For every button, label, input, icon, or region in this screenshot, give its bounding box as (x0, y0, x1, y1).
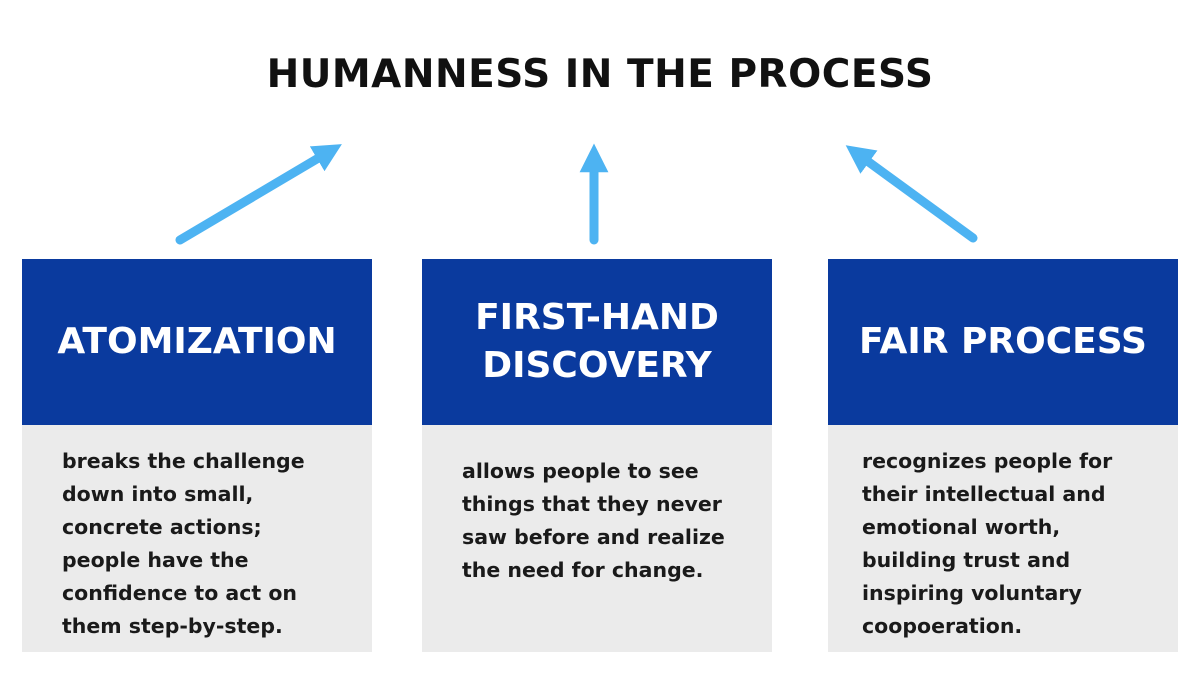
description-line: allows people to see (462, 459, 699, 483)
description-line: the need for change. (462, 558, 704, 582)
description-line: recognizes people for (862, 449, 1113, 473)
card-fair-process: FAIR PROCESS recognizes people for their… (828, 259, 1178, 652)
description-line: building trust and (862, 548, 1071, 572)
description-line: things that they never (462, 492, 722, 516)
description-line: them step-by-step. (62, 614, 283, 638)
arrow-right-icon (845, 145, 978, 243)
card-heading-line: ATOMIZATION (57, 321, 337, 362)
card-heading-line: FAIR PROCESS (859, 321, 1147, 362)
description-line: saw before and realize (462, 525, 725, 549)
card-heading: FIRST-HAND DISCOVERY (422, 259, 772, 425)
card-first-hand-discovery: FIRST-HAND DISCOVERY allows people to se… (422, 259, 772, 652)
card-description: breaks the challenge down into small, co… (22, 425, 372, 652)
card-heading-line: DISCOVERY (482, 345, 712, 386)
card-heading: ATOMIZATION (22, 259, 372, 425)
description-line: emotional worth, (862, 515, 1061, 539)
card-heading-line: FIRST-HAND (475, 297, 719, 338)
diagram-title: HUMANNESS IN THE PROCESS (266, 52, 934, 97)
card-heading: FAIR PROCESS (828, 259, 1178, 425)
arrow-left-icon (175, 144, 342, 245)
description-line: down into small, (62, 482, 254, 506)
description-line: people have the (62, 548, 249, 572)
description-line: coopoeration. (862, 614, 1023, 638)
description-line: confidence to act on (62, 581, 298, 605)
description-line: breaks the challenge (62, 449, 305, 473)
description-line: inspiring voluntary (862, 581, 1082, 605)
card-description: recognizes people for their intellectual… (828, 425, 1178, 652)
description-line: concrete actions; (62, 515, 262, 539)
card-atomization: ATOMIZATION breaks the challenge down in… (22, 259, 372, 652)
card-description: allows people to see things that they ne… (422, 425, 772, 652)
description-line: their intellectual and (862, 482, 1106, 506)
